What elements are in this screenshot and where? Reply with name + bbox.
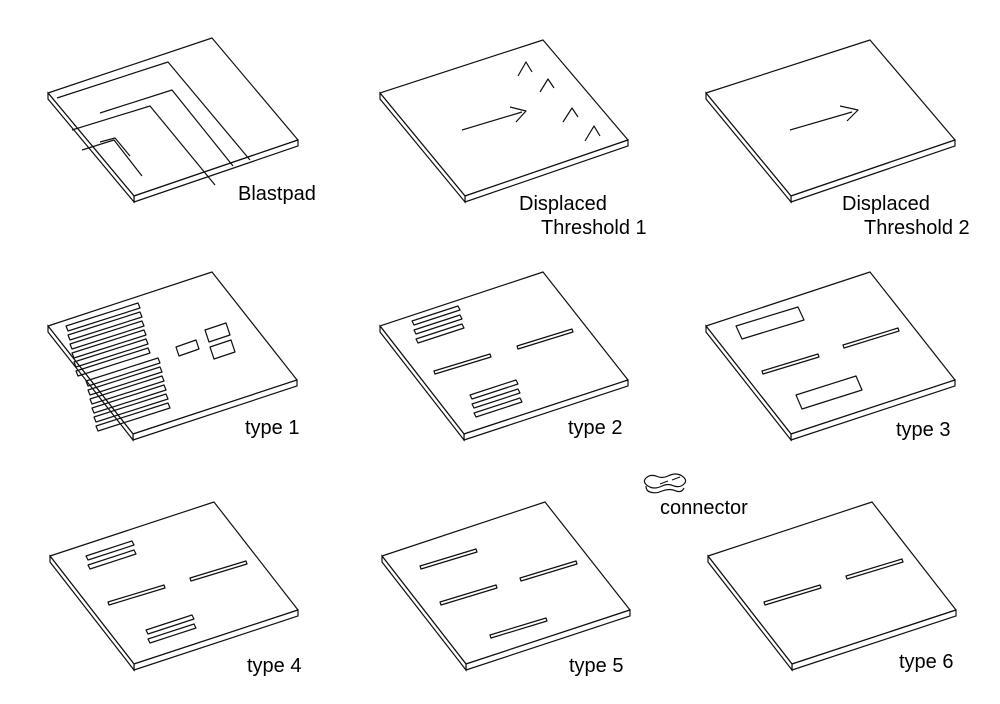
- label-type-2: type 2: [568, 417, 623, 439]
- small-arrowheads: [517, 61, 601, 142]
- label-displaced-threshold-1-line2: Threshold 1: [541, 217, 647, 239]
- label-displaced-threshold-2-line2: Threshold 2: [864, 217, 970, 239]
- label-type-1: type 1: [245, 417, 300, 439]
- tile-type-1: [47, 271, 298, 442]
- runway-number-markings: [175, 322, 236, 360]
- label-type-3: type 3: [896, 419, 951, 441]
- arrow-shaft: [789, 111, 853, 131]
- label-displaced-threshold-2-line1: Displaced: [842, 193, 930, 215]
- arrow-shaft: [461, 111, 523, 131]
- tile-type-2: [379, 271, 629, 442]
- connector-piece: [643, 473, 687, 494]
- label-blastpad: Blastpad: [238, 183, 316, 205]
- tile-type-5: [381, 501, 631, 672]
- label-displaced-threshold-1-line1: Displaced: [519, 193, 607, 215]
- tile-type-3: [705, 271, 956, 442]
- tile-blastpad: [47, 37, 299, 204]
- tile-type-6: [707, 501, 957, 672]
- tile-displaced-threshold-1: [379, 39, 629, 204]
- arrow-head: [509, 106, 527, 123]
- label-connector: connector: [660, 497, 748, 519]
- chevron-markings: [56, 61, 251, 186]
- piano-key-bars: [65, 302, 171, 432]
- label-type-4: type 4: [247, 655, 302, 677]
- arrow-head: [839, 105, 859, 122]
- tile-type-4: [49, 501, 299, 672]
- tile-displaced-threshold-2: [705, 39, 956, 204]
- label-type-5: type 5: [569, 655, 624, 677]
- label-type-6: type 6: [899, 651, 954, 673]
